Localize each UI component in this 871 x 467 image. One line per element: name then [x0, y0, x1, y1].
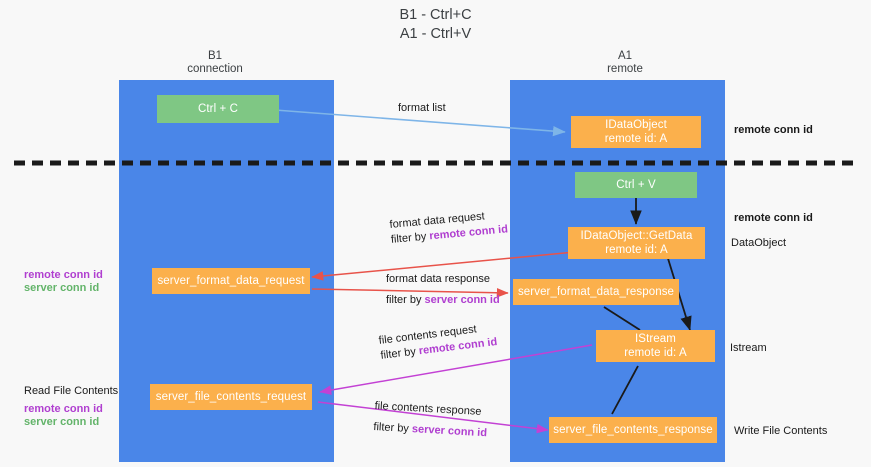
annotation-remote-conn-id-top: remote conn id	[734, 124, 813, 136]
node-istream-label: IStream	[635, 333, 676, 345]
node-istream-sublabel: remote id: A	[624, 347, 687, 359]
edge-response-to-istream	[603, 306, 641, 331]
edge-label-format-list: format list	[398, 101, 446, 116]
node-getdata-sublabel: remote id: A	[605, 244, 668, 256]
annotation-left-remote-conn-id-mid: remote conn id	[24, 269, 103, 281]
annotation-dataobject: DataObject	[731, 237, 787, 249]
column-header-right: A1 remote	[607, 50, 643, 75]
annotation-remote-conn-id-mid: remote conn id	[734, 212, 813, 224]
edge-label-format-data-response-line2: filter by server conn id	[386, 293, 500, 308]
edge-format-data-request	[311, 251, 576, 281]
node-server-format-data-request[interactable]: server_format_data_request	[152, 268, 310, 294]
page-title: B1 - Ctrl+C A1 - Ctrl+V	[399, 7, 472, 42]
annotation-left-remote-conn-id-bottom: remote conn id	[24, 403, 103, 415]
filter-prefix: filter by	[390, 230, 430, 246]
filter-prefix: filter by	[373, 420, 413, 436]
column-header-left: B1 connection	[187, 50, 243, 75]
filter-prefix: filter by	[386, 294, 425, 306]
annotation-read-file-contents: Read File Contents	[24, 385, 119, 397]
edge-format-list	[274, 109, 566, 137]
node-server-file-contents-request[interactable]: server_file_contents_request	[150, 384, 312, 410]
edge-label-format-data-response: format data response filter by server co…	[386, 272, 500, 308]
filter-prefix: filter by	[379, 345, 420, 362]
node-server-format-data-response[interactable]: server_format_data_response	[513, 279, 679, 305]
node-ctrl-v-label: Ctrl + V	[616, 179, 656, 191]
annotation-write-file-contents: Write File Contents	[734, 425, 828, 437]
edge-label-format-list-text: format list	[398, 102, 446, 114]
node-server-file-contents-response-label: server_file_contents_response	[553, 424, 713, 436]
node-istream[interactable]: IStream remote id: A	[596, 330, 715, 362]
edge-file-contents-request	[319, 344, 593, 395]
node-getdata-label: IDataObject::GetData	[580, 230, 693, 242]
annotation-istream: Istream	[730, 342, 767, 354]
filter-key-server-conn-id: server conn id	[411, 423, 488, 440]
edge-label-file-contents-response: file contents response filter by server …	[373, 399, 489, 441]
edge-format-data-response	[311, 287, 509, 298]
annotation-left-server-conn-id-bottom: server conn id	[24, 416, 100, 428]
node-idataobject-sublabel: remote id: A	[604, 133, 668, 145]
node-server-file-contents-response[interactable]: server_file_contents_response	[549, 417, 717, 443]
node-idataobject[interactable]: IDataObject remote id: A	[571, 116, 701, 148]
annotation-left-server-conn-id-mid: server conn id	[24, 282, 100, 294]
node-server-format-data-request-label: server_format_data_request	[157, 275, 305, 287]
edge-label-format-data-response-line1: format data response	[386, 273, 490, 285]
edge-istream-to-file-response	[611, 365, 639, 415]
node-idataobject-label: IDataObject	[605, 119, 667, 131]
node-server-format-data-response-label: server_format_data_response	[517, 286, 675, 298]
filter-key-server-conn-id: server conn id	[424, 294, 500, 306]
node-ctrl-c[interactable]: Ctrl + C	[157, 95, 279, 123]
edge-file-contents-response	[317, 401, 549, 434]
node-ctrl-v[interactable]: Ctrl + V	[575, 172, 697, 198]
node-getdata[interactable]: IDataObject::GetData remote id: A	[568, 227, 705, 259]
node-server-file-contents-request-label: server_file_contents_request	[155, 391, 307, 403]
node-ctrl-c-label: Ctrl + C	[197, 103, 239, 115]
